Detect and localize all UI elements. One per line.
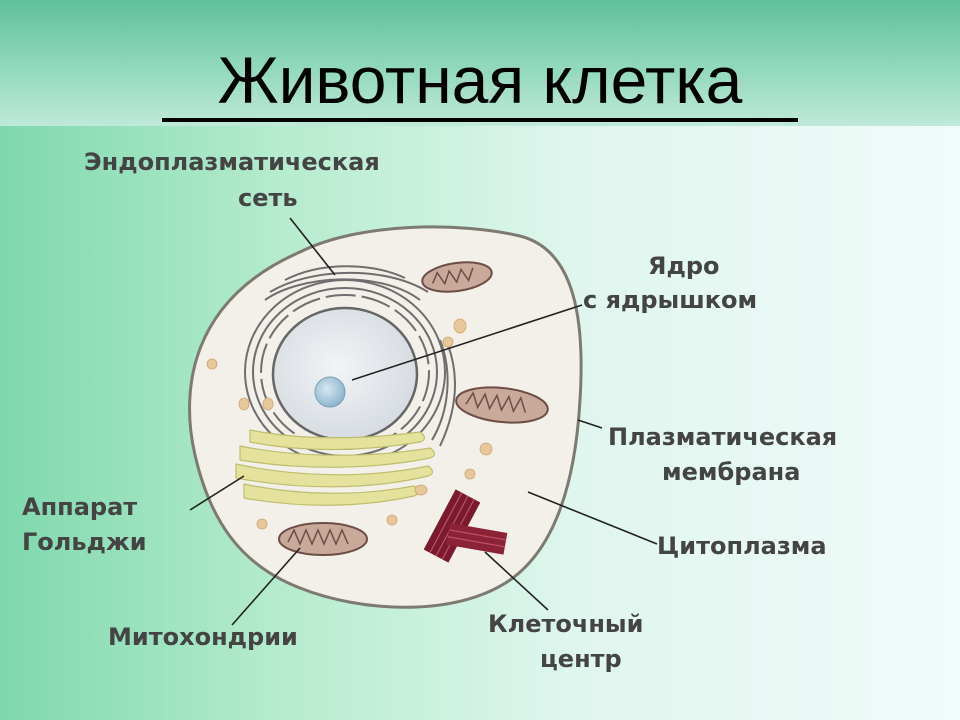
slide-title: Животная клетка: [162, 38, 798, 122]
vesicles: [206, 318, 493, 530]
mitochondrion-right: [455, 386, 549, 424]
label-cytoplasm: Цитоплазма: [657, 532, 827, 560]
label-centrosome-line1: Клеточный: [488, 610, 643, 638]
mitochondrion-bottom: [278, 522, 368, 556]
label-nucleus-line1: Ядро: [648, 252, 720, 280]
leader-er: [289, 217, 336, 276]
label-golgi-line1: Аппарат: [22, 493, 137, 521]
nucleus: [271, 306, 419, 442]
centrosome: [423, 489, 508, 563]
label-er-line2: сеть: [238, 184, 298, 212]
nucleolus: [314, 376, 346, 408]
label-membrane-line1: Плазматическая: [608, 423, 837, 451]
label-golgi-line2: Гольджи: [22, 528, 147, 556]
leader-mitochondria: [231, 547, 301, 626]
leader-membrane: [577, 419, 603, 429]
label-nucleus-line2: с ядрышком: [583, 286, 757, 314]
leader-cytoplasm: [527, 491, 658, 545]
label-er-line1: Эндоплазматическая: [84, 148, 380, 176]
leader-nucleus: [351, 304, 583, 381]
header-band: [0, 0, 960, 126]
label-mitochondria: Митохондрии: [108, 623, 298, 651]
golgi-apparatus: [235, 429, 436, 506]
leader-golgi: [189, 475, 245, 511]
label-centrosome-line2: центр: [540, 645, 622, 673]
leader-centrosome: [484, 551, 549, 611]
label-membrane-line2: мембрана: [662, 458, 800, 486]
mitochondrion-top: [421, 261, 493, 293]
